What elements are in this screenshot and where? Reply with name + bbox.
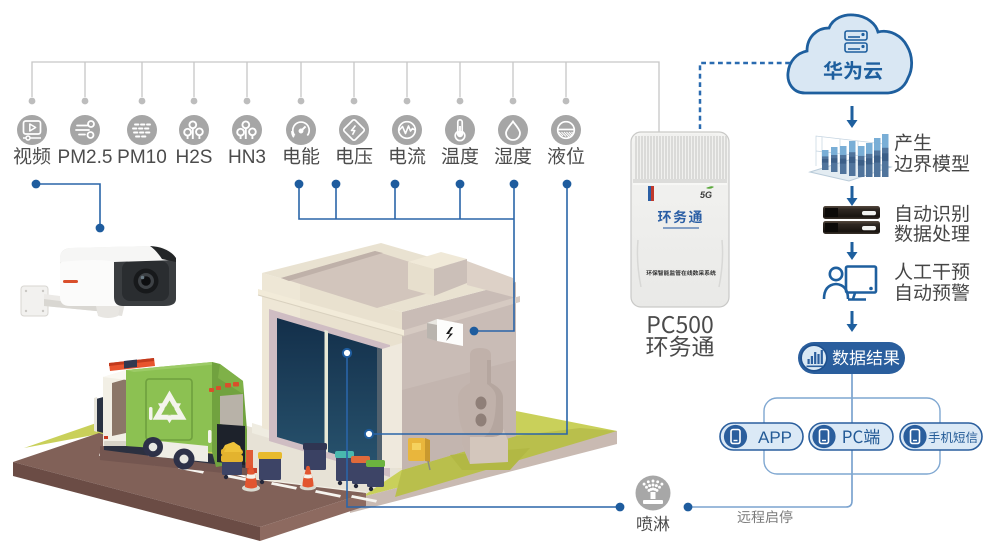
svg-text:H2S: H2S — [176, 147, 213, 168]
svg-text:PM2.5: PM2.5 — [58, 147, 113, 168]
svg-text:HN3: HN3 — [228, 147, 266, 168]
svg-text:APP: APP — [758, 428, 792, 447]
svg-text:PM10: PM10 — [117, 147, 167, 168]
svg-text:5G: 5G — [700, 190, 712, 200]
